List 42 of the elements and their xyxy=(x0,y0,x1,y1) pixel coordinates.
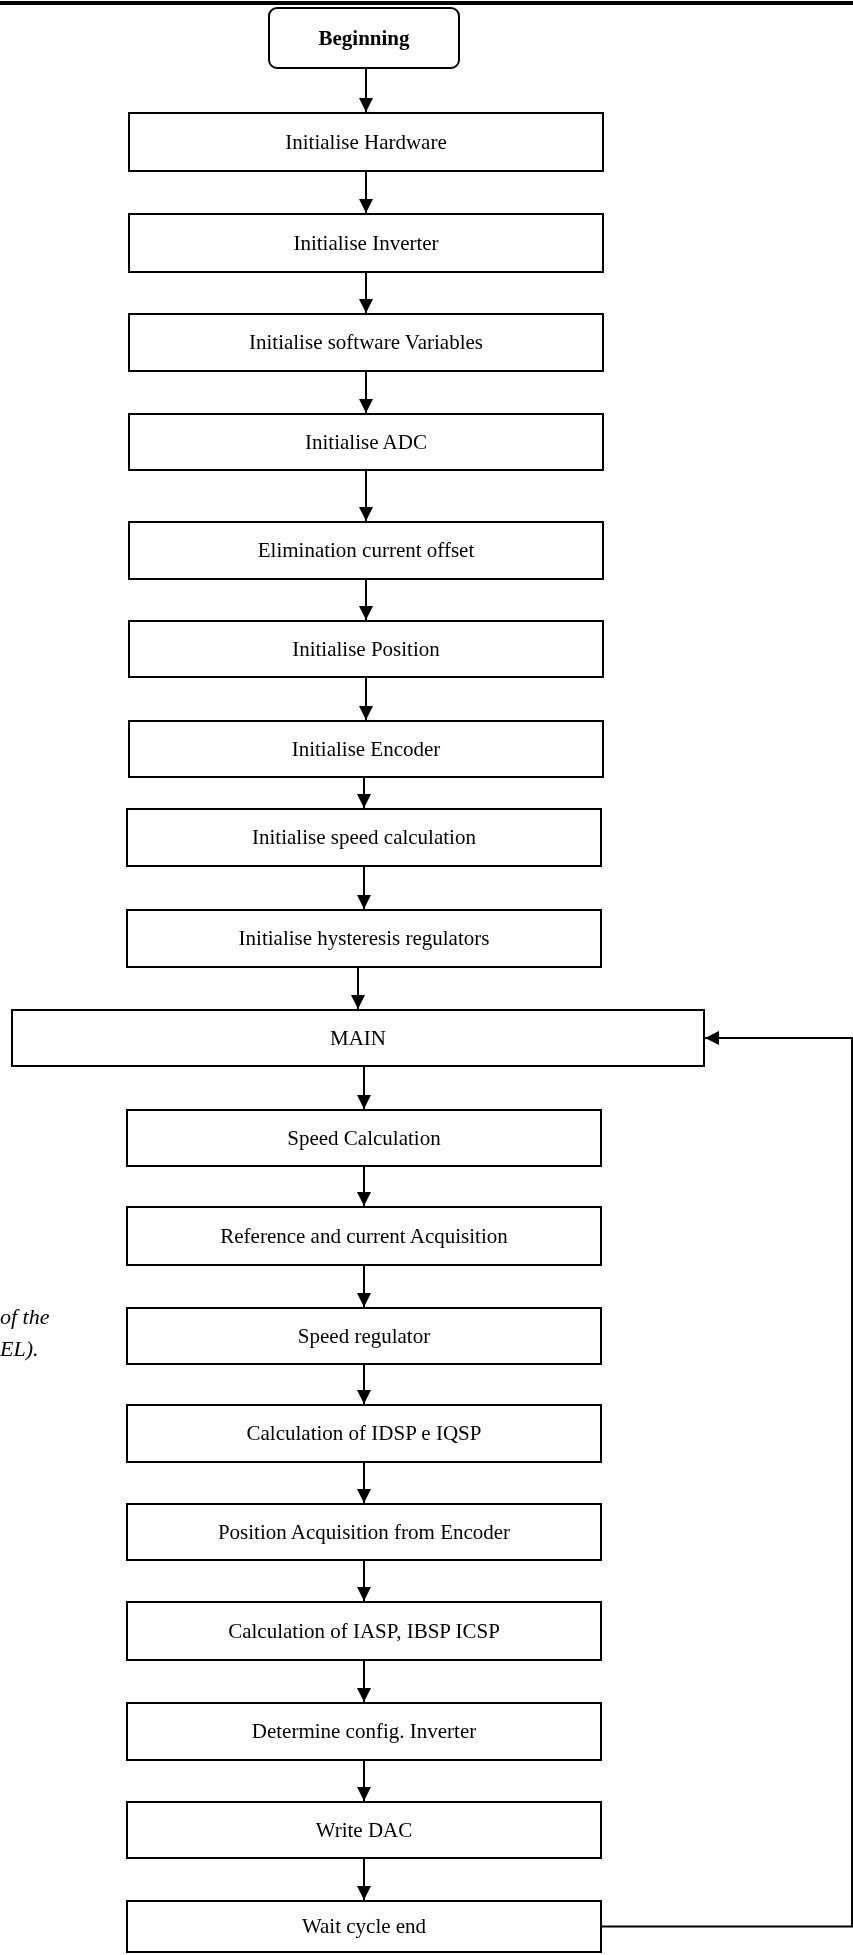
arrow xyxy=(359,470,373,522)
process-box: Initialise ADC xyxy=(128,413,604,471)
arrow xyxy=(359,677,373,721)
arrow xyxy=(359,68,373,113)
process-box: Calculation of IDSP e IQSP xyxy=(126,1404,602,1463)
process-box: MAIN xyxy=(11,1009,705,1067)
arrow xyxy=(357,1066,371,1110)
process-box: Elimination current offset xyxy=(128,521,604,580)
process-box: Initialise software Variables xyxy=(128,313,604,372)
process-box: Initialise Hardware xyxy=(128,112,604,172)
arrow xyxy=(359,272,373,314)
start-terminal: Beginning xyxy=(268,7,460,69)
process-box: Reference and current Acquisition xyxy=(126,1206,602,1266)
process-box: Initialise Encoder xyxy=(128,720,604,778)
process-box: Determine config. Inverter xyxy=(126,1702,602,1761)
arrow xyxy=(357,1364,371,1405)
arrow xyxy=(357,1265,371,1308)
process-box: Speed Calculation xyxy=(126,1109,602,1167)
process-box: Initialise hysteresis regulators xyxy=(126,909,602,968)
arrow xyxy=(357,866,371,910)
arrow xyxy=(357,1660,371,1703)
arrow xyxy=(359,579,373,621)
arrow xyxy=(359,171,373,214)
process-box: Wait cycle end xyxy=(126,1900,602,1953)
arrow xyxy=(357,777,371,809)
caption-fragment: EL). xyxy=(0,1336,39,1362)
caption-fragment: of the xyxy=(0,1304,50,1330)
arrow xyxy=(357,1462,371,1504)
arrow xyxy=(357,1858,371,1901)
process-box: Speed regulator xyxy=(126,1307,602,1365)
arrow xyxy=(351,967,365,1010)
arrow xyxy=(357,1166,371,1207)
process-box: Initialise speed calculation xyxy=(126,808,602,867)
arrow xyxy=(357,1760,371,1802)
process-box: Write DAC xyxy=(126,1801,602,1859)
process-box: Initialise Inverter xyxy=(128,213,604,273)
arrow xyxy=(359,371,373,414)
arrow xyxy=(357,1560,371,1602)
process-box: Calculation of IASP, IBSP ICSP xyxy=(126,1601,602,1661)
process-box: Initialise Position xyxy=(128,620,604,678)
process-box: Position Acquisition from Encoder xyxy=(126,1503,602,1561)
arrow xyxy=(601,1031,853,1928)
